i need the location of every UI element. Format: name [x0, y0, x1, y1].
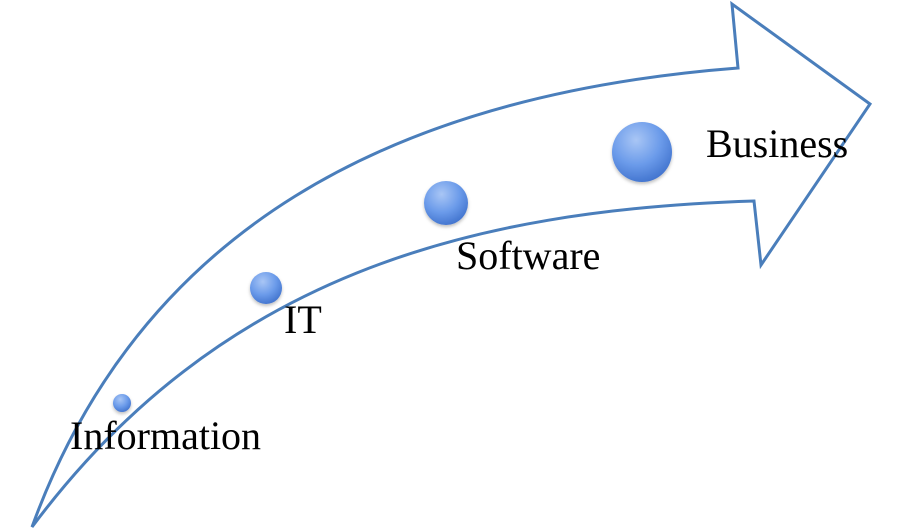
stage-it: IT	[250, 272, 322, 342]
stage-software-label: Software	[456, 233, 600, 278]
stage-information-dot	[113, 394, 131, 412]
stage-business-dot	[612, 122, 672, 182]
stage-software: Software	[424, 181, 600, 278]
stage-it-dot	[250, 272, 282, 304]
stage-information: Information	[70, 394, 261, 458]
stage-business-label: Business	[706, 121, 848, 166]
curved-arrow-outline	[30, 0, 873, 528]
stage-it-label: IT	[284, 297, 322, 342]
stage-information-label: Information	[70, 413, 261, 458]
stage-business: Business	[612, 121, 848, 182]
stage-software-dot	[424, 181, 468, 225]
